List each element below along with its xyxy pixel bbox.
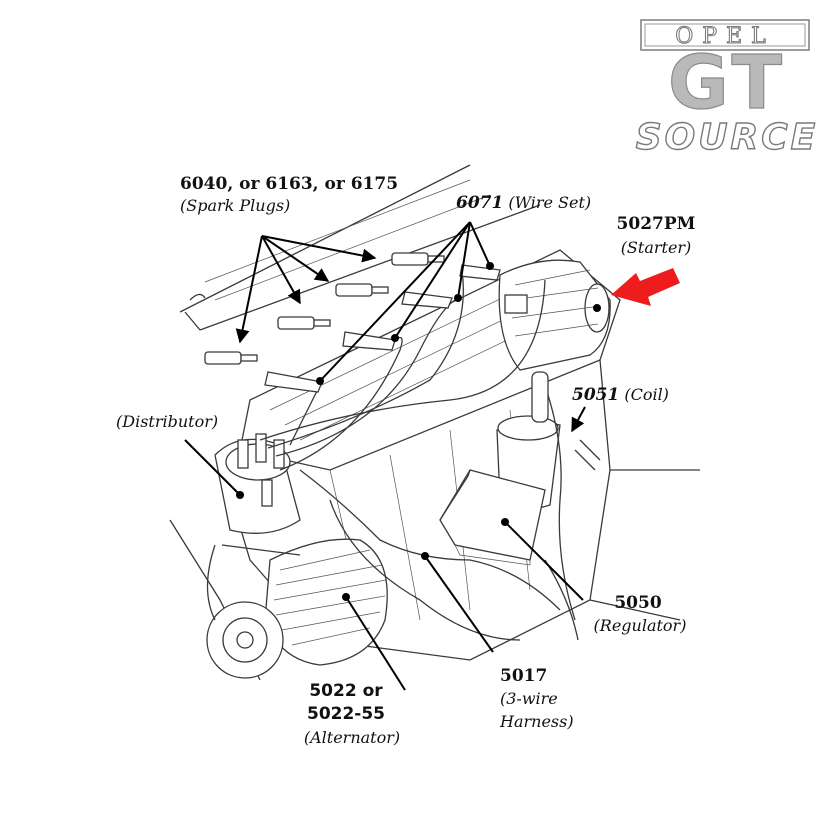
harness-name-line1: (3-wire: [500, 689, 558, 708]
label-regulator: 5050 (Regulator): [594, 593, 687, 635]
coil-name: (Coil): [624, 385, 669, 404]
label-starter: 5027PM (Starter): [617, 214, 696, 257]
label-alternator: 5022 or 5022-55 (Alternator): [304, 681, 400, 747]
harness-name-line2: Harness): [499, 712, 574, 731]
harness-part-number: 5017: [500, 666, 547, 686]
logo-opel-box-inner: [644, 23, 806, 47]
spark-plugs-name: (Spark Plugs): [180, 196, 290, 215]
logo-source-text: SOURCE: [636, 117, 819, 158]
wire-set-name: (Wire Set): [508, 193, 591, 212]
label-coil: 5051 (Coil): [572, 385, 669, 405]
opel-gt-source-logo: OPEL GT SOURCE: [635, 19, 819, 159]
engine-line-art: [169, 164, 700, 681]
spark-plugs-part-numbers: 6040, or 6163, or 6175: [180, 174, 398, 194]
alternator-name: (Alternator): [304, 728, 400, 747]
wire-set-line: 6071 (Wire Set): [456, 193, 591, 213]
wire-set-number: 6071: [456, 193, 503, 213]
regulator-name: (Regulator): [594, 616, 687, 635]
spark-plug-drawing-2: [277, 316, 331, 330]
logo-gt-text: GT: [668, 40, 786, 126]
label-harness: 5017 (3-wire Harness): [499, 666, 574, 731]
spark-plug-drawing-3: [335, 283, 389, 297]
starter-part-number: 5027PM: [617, 214, 696, 234]
regulator-part-number: 5050: [614, 593, 661, 613]
distributor-name: (Distributor): [116, 412, 218, 431]
label-distributor: (Distributor): [116, 412, 218, 431]
alternator-part-number-line2: 5022-55: [307, 704, 385, 724]
coil-line: 5051 (Coil): [572, 385, 669, 405]
label-spark-plugs: 6040, or 6163, or 6175 (Spark Plugs): [180, 174, 398, 215]
logo-opel-text: OPEL: [675, 24, 775, 49]
label-wire-set: 6071 (Wire Set): [456, 193, 591, 213]
logo-opel-box: [640, 19, 810, 51]
starter-highlight-arrow: [611, 268, 680, 306]
starter-name: (Starter): [621, 238, 692, 257]
leader-lines: [184, 221, 601, 691]
coil-number: 5051: [572, 385, 619, 405]
spark-plug-drawing-1: [204, 351, 258, 365]
alternator-part-number-line1: 5022 or: [309, 681, 383, 701]
